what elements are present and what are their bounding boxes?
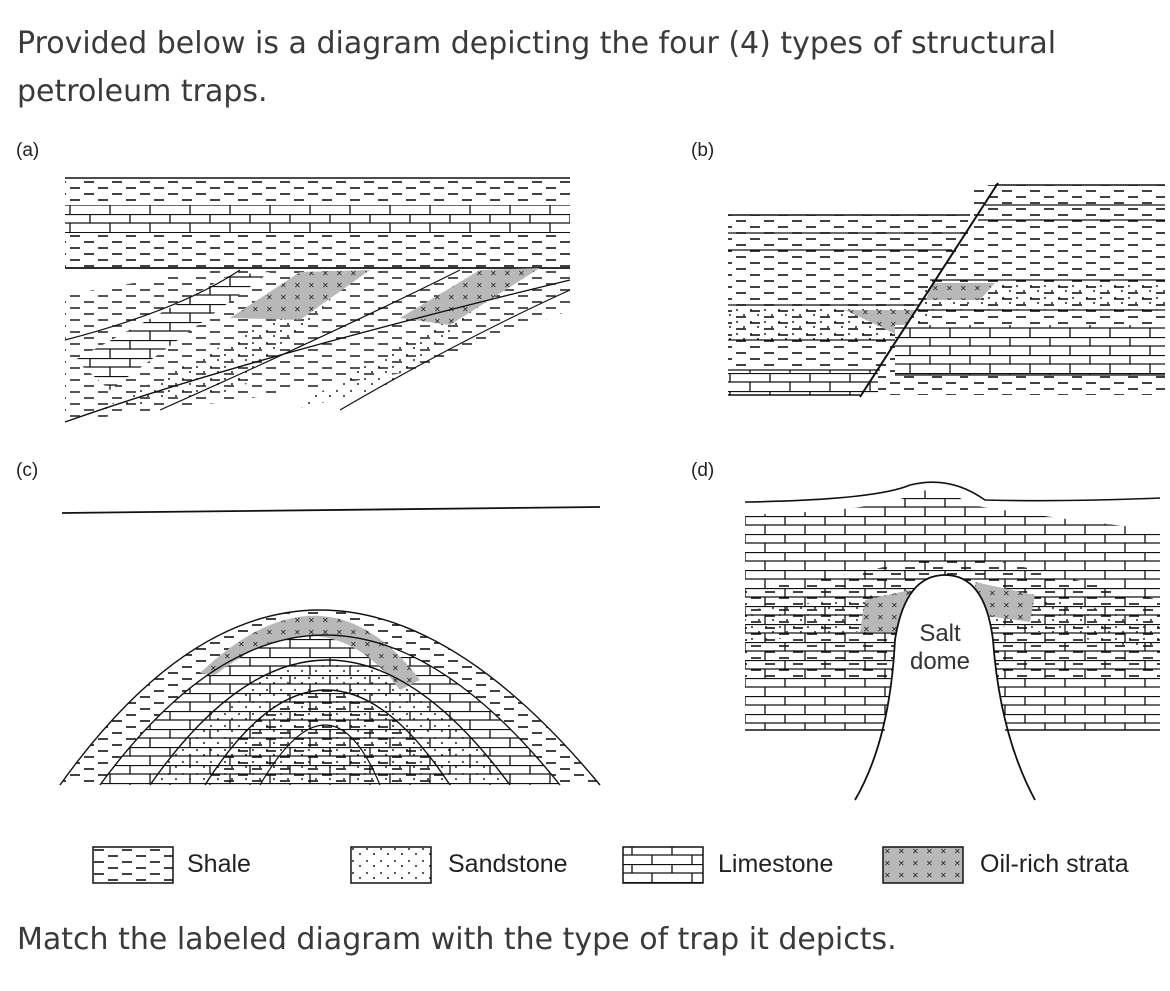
legend-label-shale: Shale <box>187 850 251 878</box>
diagram-label-c: (c) <box>16 460 39 481</box>
legend-label-limestone: Limestone <box>718 850 834 878</box>
legend-label-sandstone: Sandstone <box>448 850 568 878</box>
diagram-label-a: (a) <box>16 140 40 161</box>
diagram-label-d: (d) <box>691 460 715 481</box>
intro-text: Provided below is a diagram depicting th… <box>17 26 1057 109</box>
outro-text: Match the labeled diagram with the type … <box>17 922 897 957</box>
salt-dome-label: Salt dome <box>895 620 985 676</box>
diagram-b-fault-trap <box>728 182 1165 398</box>
diagram-a-unconformity <box>64 177 571 423</box>
sandstone-pattern-icon <box>350 846 432 884</box>
legend: Shale Sandstone Limestone Oil-rich strat… <box>0 842 1170 892</box>
oil-rich-pattern-icon <box>882 846 964 884</box>
salt-dome-label-line1: Salt <box>919 620 961 647</box>
diagram-label-b: (b) <box>691 140 715 161</box>
diagram-d-salt-dome <box>744 481 1161 801</box>
diagram-c-anticline <box>59 506 601 786</box>
salt-dome-label-line2: dome <box>909 648 971 675</box>
legend-label-oil-rich: Oil-rich strata <box>980 850 1129 878</box>
shale-pattern-icon <box>92 846 174 884</box>
limestone-pattern-icon <box>622 846 704 884</box>
